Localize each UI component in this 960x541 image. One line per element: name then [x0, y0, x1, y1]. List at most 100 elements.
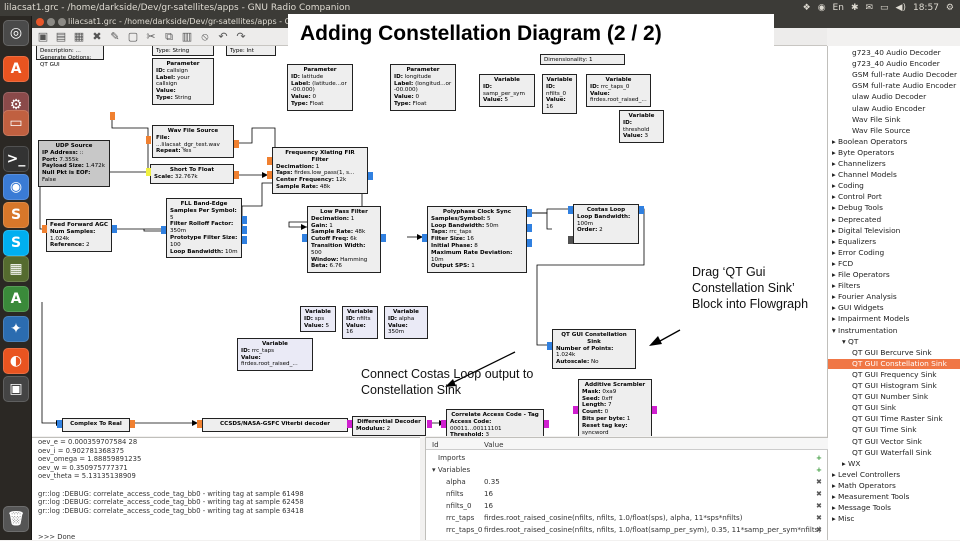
- keyboard-layout-indicator[interactable]: En: [832, 3, 844, 13]
- tree-item[interactable]: ▸ Measurement Tools: [832, 492, 910, 501]
- type-string-block[interactable]: Type: String: [152, 46, 214, 56]
- tree-item[interactable]: ▸ Fourier Analysis: [832, 292, 897, 302]
- block-port[interactable]: [267, 171, 272, 179]
- variable-row[interactable]: ▾ Variables+: [426, 464, 828, 475]
- tree-item[interactable]: ▸ Control Port: [832, 192, 882, 202]
- ubuntu-icon[interactable]: ◐: [3, 348, 29, 374]
- value-column-header[interactable]: Value: [484, 440, 504, 449]
- files-icon[interactable]: ▭: [3, 110, 29, 136]
- block-port[interactable]: [568, 236, 573, 244]
- save-icon[interactable]: ▦: [73, 29, 85, 43]
- tree-item[interactable]: QT GUI Sink: [852, 403, 897, 413]
- remove-icon[interactable]: ✖: [816, 489, 822, 498]
- skype-icon[interactable]: S: [3, 230, 29, 256]
- network-icon[interactable]: ✦: [3, 316, 29, 342]
- tree-item[interactable]: ▸ Level Controllers: [832, 469, 901, 479]
- block-port[interactable]: [242, 236, 247, 244]
- remove-icon[interactable]: ✖: [816, 513, 822, 522]
- dimensionality-block[interactable]: Dimensionality: 1: [540, 54, 625, 65]
- tree-item[interactable]: ▸ WX: [842, 458, 861, 468]
- block-port[interactable]: [234, 171, 239, 179]
- copy-icon[interactable]: ⧉: [165, 29, 173, 43]
- tree-item[interactable]: ulaw Audio Encoder: [852, 103, 926, 113]
- block-port[interactable]: [544, 420, 549, 428]
- block-port[interactable]: [242, 226, 247, 234]
- chromium-icon[interactable]: ◉: [3, 174, 29, 200]
- tree-item[interactable]: ▸ Equalizers: [832, 236, 877, 246]
- block-port[interactable]: [527, 239, 532, 247]
- complex-to-real-block[interactable]: Complex To Real: [62, 418, 130, 432]
- redo-icon[interactable]: ↷: [236, 29, 246, 43]
- variable-row[interactable]: Imports+: [426, 452, 828, 463]
- new-file-icon[interactable]: ▣: [37, 29, 49, 43]
- minimize-icon[interactable]: [47, 18, 55, 26]
- flowgraph-canvas[interactable]: Description: ... Generate Options: QT GU…: [32, 46, 827, 436]
- block-port[interactable]: [110, 112, 115, 120]
- remove-icon[interactable]: ✖: [816, 501, 822, 510]
- tree-item[interactable]: QT GUI Time Raster Sink: [852, 414, 943, 424]
- block-port[interactable]: [267, 157, 272, 165]
- tree-item[interactable]: ▸ Coding: [832, 181, 864, 191]
- bluetooth-icon[interactable]: ✱: [850, 3, 859, 13]
- block-port[interactable]: [42, 225, 47, 233]
- tree-item[interactable]: QT GUI Vector Sink: [852, 436, 922, 446]
- battery-icon[interactable]: ▭: [880, 3, 889, 13]
- image-viewer-icon[interactable]: ▦: [3, 256, 29, 282]
- tree-item[interactable]: ▸ Misc: [832, 514, 855, 524]
- tree-item[interactable]: QT GUI Waterfall Sink: [852, 447, 932, 457]
- block-port[interactable]: [130, 420, 135, 428]
- terminal-icon[interactable]: >_: [3, 146, 29, 172]
- block-port[interactable]: [527, 209, 532, 217]
- dropbox-icon[interactable]: ❖: [802, 3, 811, 13]
- power-icon[interactable]: ⚙: [945, 3, 954, 13]
- paste-icon[interactable]: ▥: [181, 29, 193, 43]
- block-port[interactable]: [427, 420, 432, 428]
- tree-item[interactable]: ▸ GUI Widgets: [832, 303, 884, 313]
- tree-item[interactable]: ▸ Math Operators: [832, 480, 896, 490]
- viterbi-decoder-block[interactable]: CCSDS/NASA-GSFC Viterbi decoder: [202, 418, 348, 432]
- add-icon[interactable]: +: [816, 465, 822, 474]
- volume-icon[interactable]: ◀): [895, 3, 906, 13]
- block-port[interactable]: [57, 420, 62, 428]
- undo-icon[interactable]: ↶: [218, 29, 228, 43]
- mail-icon[interactable]: ✉: [865, 3, 874, 13]
- atom-icon[interactable]: A: [3, 286, 29, 312]
- block-port[interactable]: [368, 172, 373, 180]
- tree-item[interactable]: Wav File Source: [852, 125, 911, 135]
- add-icon[interactable]: +: [816, 453, 822, 462]
- tree-item[interactable]: ▾ QT: [842, 336, 859, 346]
- block-port[interactable]: [652, 406, 657, 414]
- tree-item[interactable]: QT GUI Frequency Sink: [852, 369, 937, 379]
- cut-icon[interactable]: ✂: [146, 29, 156, 43]
- tree-item[interactable]: g723_40 Audio Encoder: [852, 59, 940, 69]
- close-icon[interactable]: [36, 18, 44, 26]
- software-center-icon[interactable]: A: [3, 56, 29, 82]
- block-port[interactable]: [161, 226, 166, 234]
- tree-item[interactable]: QT GUI Time Sink: [852, 425, 917, 435]
- tree-item-selected[interactable]: QT GUI Constellation Sink: [828, 358, 960, 369]
- screenshot-icon[interactable]: ▢: [127, 29, 139, 43]
- tree-item[interactable]: ▸ Boolean Operators: [832, 136, 908, 146]
- tree-item[interactable]: g723_40 Audio Decoder: [852, 48, 941, 57]
- remove-icon[interactable]: ✖: [816, 525, 822, 534]
- trash-icon[interactable]: 🗑: [3, 506, 29, 532]
